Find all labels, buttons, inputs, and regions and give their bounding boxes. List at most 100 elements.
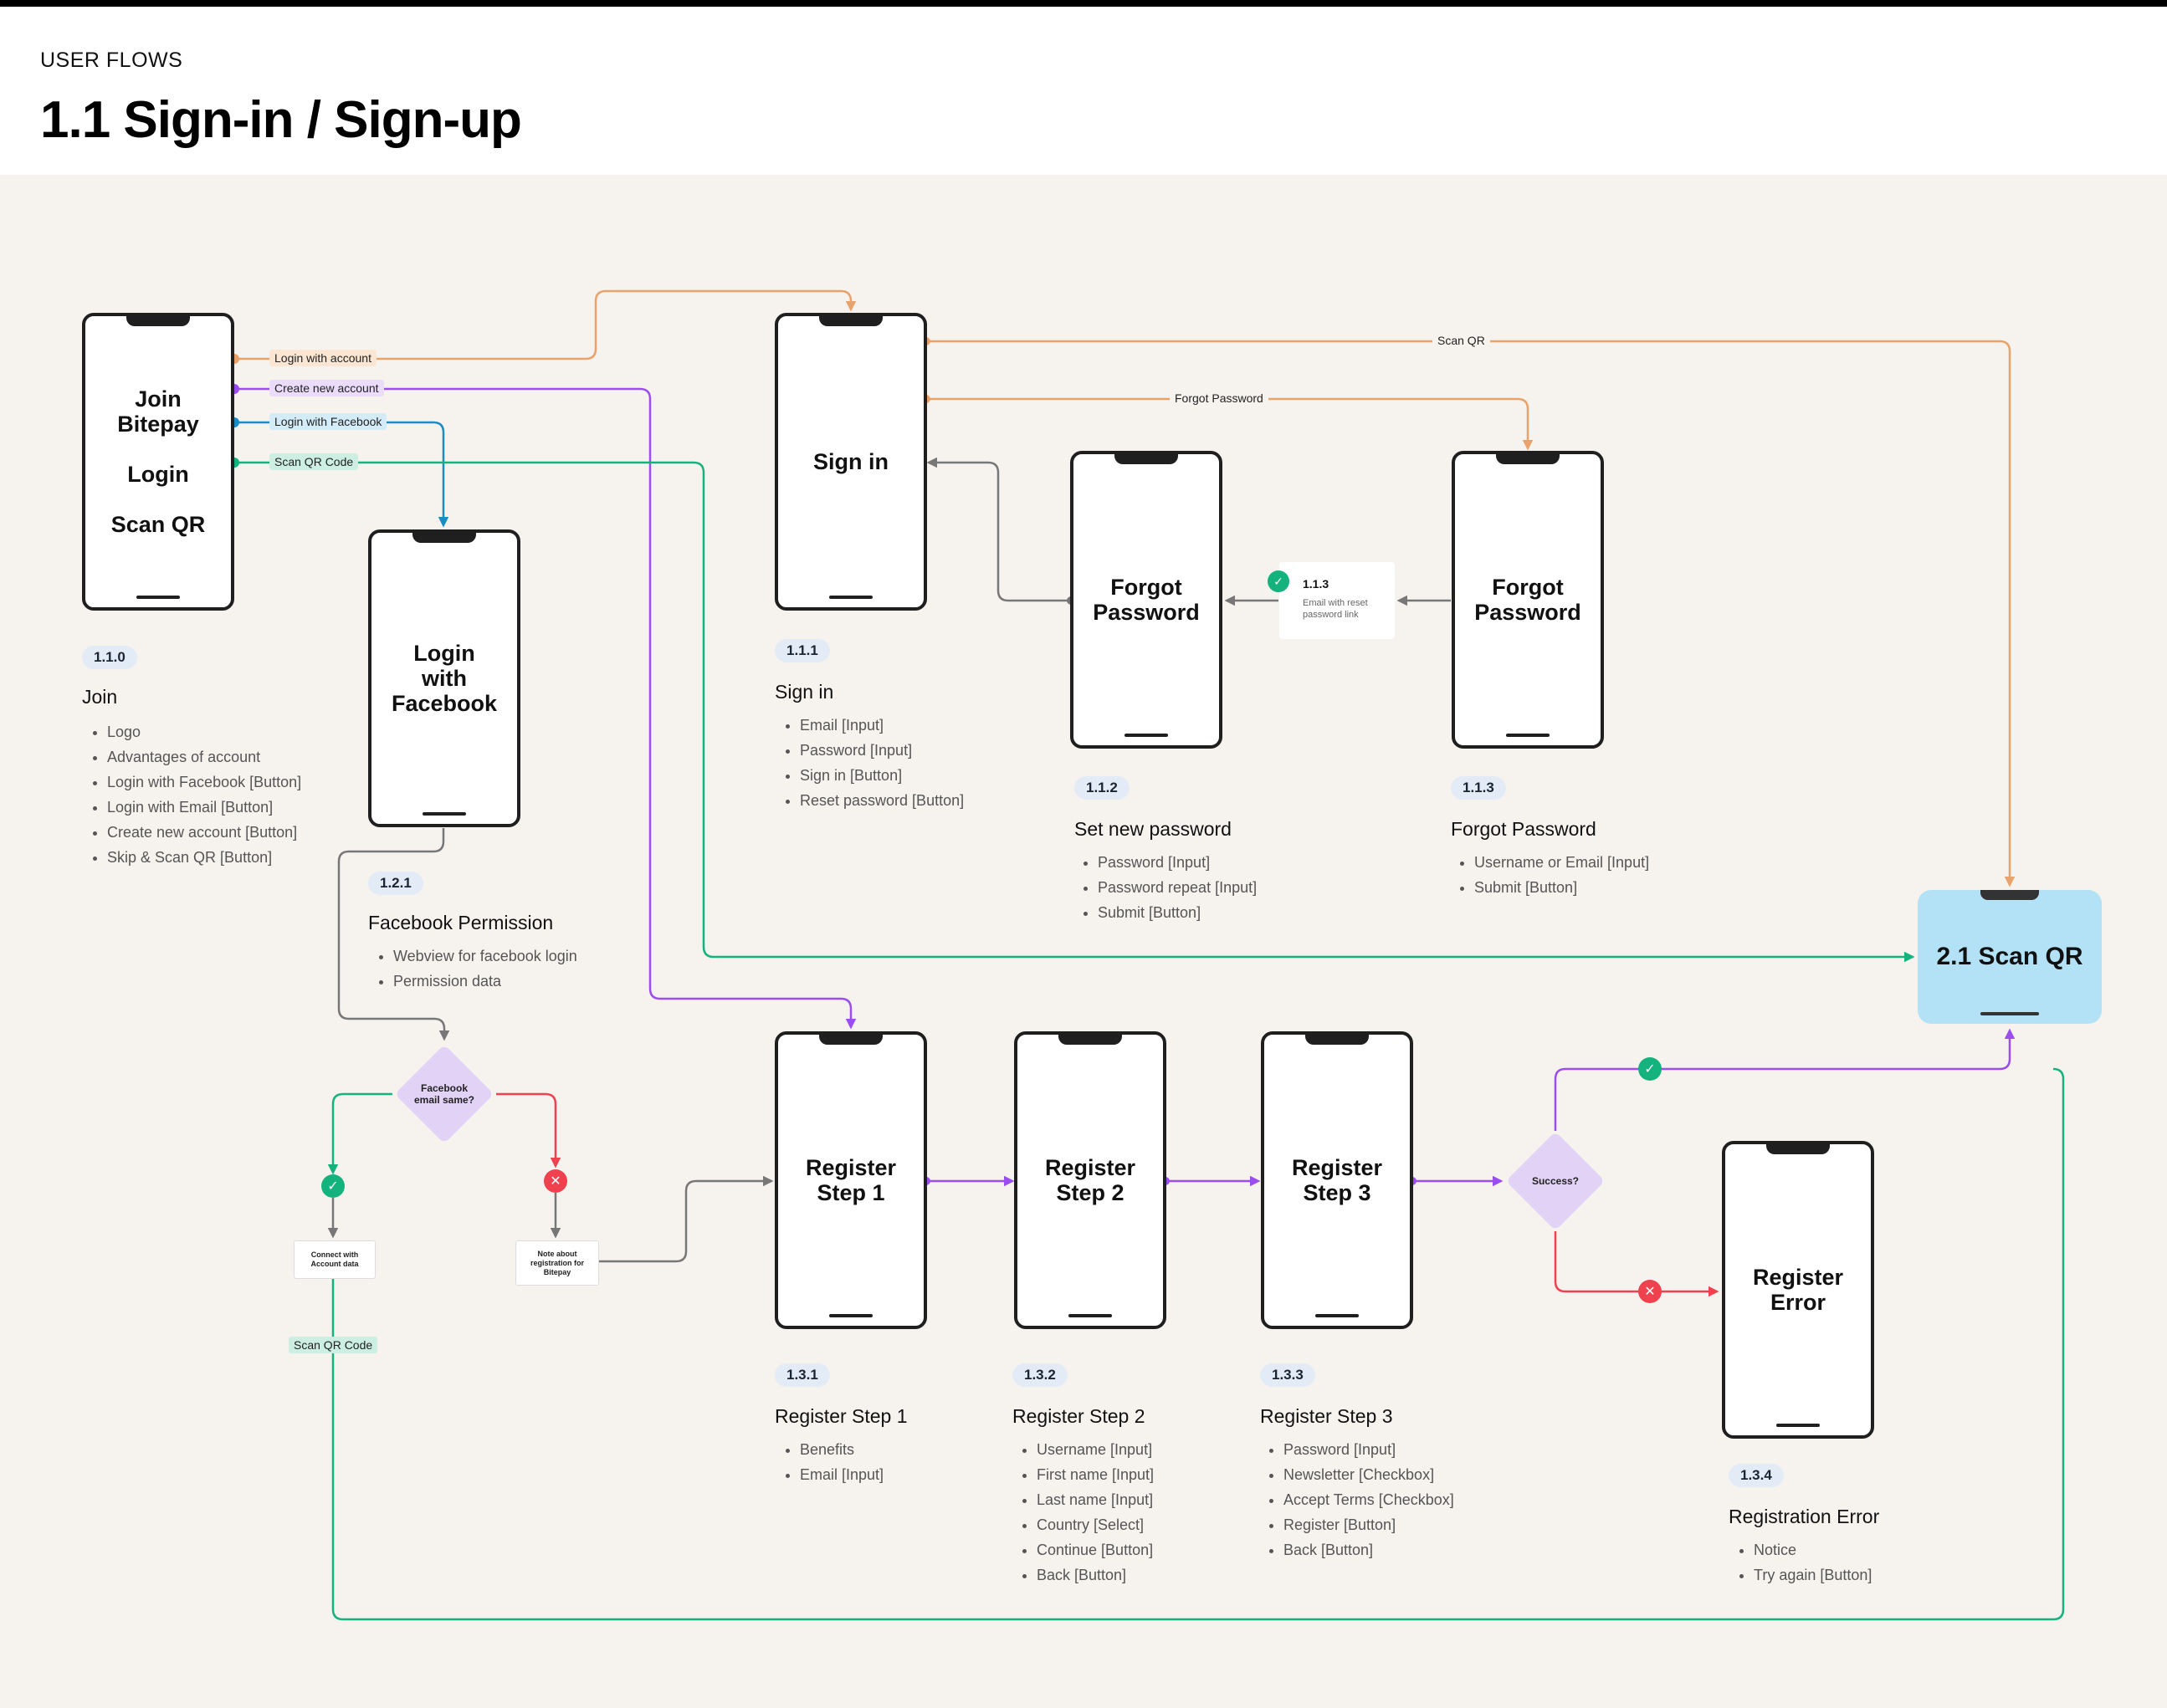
list-item: Benefits: [800, 1437, 884, 1462]
screen-register-step-2[interactable]: Register Step 2: [1014, 1031, 1166, 1329]
phone-notch: [412, 531, 476, 543]
badge: 1.3.2: [1012, 1363, 1068, 1387]
card-title: Set new password: [1074, 818, 1232, 840]
card-items: Password [Input] Newsletter [Checkbox] A…: [1260, 1437, 1454, 1562]
phone-home-bar: [1980, 1012, 2039, 1015]
list-item: Accept Terms [Checkbox]: [1283, 1487, 1454, 1512]
list-item: Newsletter [Checkbox]: [1283, 1462, 1454, 1487]
list-item: Back [Button]: [1283, 1537, 1454, 1562]
list-item: Submit [Button]: [1098, 900, 1257, 925]
screen-scan-qr-label: 2.1 Scan QR: [1936, 943, 2083, 970]
screen-sign-in[interactable]: Sign in: [775, 313, 927, 611]
card-items: Webview for facebook login Permission da…: [370, 943, 577, 994]
tag-create-new-account: Create new account: [269, 380, 384, 396]
screen-forgot-password-label: Forgot Password: [1474, 575, 1581, 625]
badge: 1.3.4: [1729, 1464, 1784, 1487]
card-title: Registration Error: [1729, 1506, 1880, 1527]
page-title: 1.1 Sign-in / Sign-up: [40, 91, 522, 149]
screen-register-error-label: Register Error: [1752, 1265, 1844, 1315]
section-eyebrow: USER FLOWS: [40, 49, 183, 72]
list-item: Permission data: [393, 969, 577, 994]
card-items: Password [Input] Password repeat [Input]…: [1074, 850, 1257, 925]
screen-register-step-3[interactable]: Register Step 3: [1261, 1031, 1413, 1329]
screen-login-facebook-label: Login with Facebook: [391, 641, 498, 716]
list-item: Notice: [1754, 1537, 1872, 1562]
screen-scan-qr[interactable]: 2.1 Scan QR: [1918, 890, 2102, 1024]
screen-forgot-password-label: Forgot Password: [1093, 575, 1200, 625]
tag-bottom-scan-qr-code: Scan QR Code: [289, 1337, 378, 1353]
badge: 1.1.2: [1074, 776, 1130, 800]
phone-home-bar: [136, 596, 180, 599]
list-item: Country [Select]: [1037, 1512, 1154, 1537]
info-number: 1.1.3: [1303, 577, 1329, 591]
list-item: Email [Input]: [800, 713, 964, 738]
list-item: Password [Input]: [800, 738, 964, 763]
list-item: Username or Email [Input]: [1474, 850, 1649, 875]
card-title: Facebook Permission: [368, 912, 554, 933]
screen-join[interactable]: Join Bitepay Login Scan QR: [82, 313, 234, 611]
phone-home-bar: [829, 596, 873, 599]
badge: 1.3.3: [1260, 1363, 1315, 1387]
card-title: Register Step 2: [1012, 1405, 1145, 1427]
list-item: Advantages of account: [107, 744, 325, 770]
card-title: Register Step 1: [775, 1405, 908, 1427]
tag-login-with-account: Login with account: [269, 350, 377, 366]
screen-join-label: Join Bitepay Login Scan QR: [110, 386, 206, 537]
card-title: Register Step 3: [1260, 1405, 1393, 1427]
card-items: Notice Try again [Button]: [1730, 1537, 1872, 1588]
screen-register-step-1[interactable]: Register Step 1: [775, 1031, 927, 1329]
phone-home-bar: [1124, 734, 1168, 737]
list-item: Reset password [Button]: [800, 788, 964, 813]
phone-home-bar: [829, 1314, 873, 1317]
info-text: Email with reset password link: [1303, 598, 1368, 620]
phone-home-bar: [1776, 1424, 1820, 1427]
list-item: Sign in [Button]: [800, 763, 964, 788]
screen-forgot-password-set[interactable]: Forgot Password: [1070, 451, 1222, 749]
card-items: Logo Advantages of account Login with Fa…: [84, 719, 325, 870]
list-item: First name [Input]: [1037, 1462, 1154, 1487]
screen-forgot-password[interactable]: Forgot Password: [1452, 451, 1604, 749]
card-items: Benefits Email [Input]: [776, 1437, 884, 1487]
list-item: Username [Input]: [1037, 1437, 1154, 1462]
phone-home-bar: [1315, 1314, 1359, 1317]
list-item: Login with Email [Button]: [107, 795, 325, 820]
top-border: [0, 0, 2167, 7]
card-title: Join: [82, 686, 118, 708]
phone-notch: [1305, 1033, 1369, 1045]
screen-register-step-1-label: Register Step 1: [805, 1155, 897, 1205]
screen-register-step-2-label: Register Step 2: [1044, 1155, 1136, 1205]
list-item: Last name [Input]: [1037, 1487, 1154, 1512]
note-connect-account: Connect with Account data: [294, 1240, 376, 1279]
card-title: Sign in: [775, 681, 834, 703]
screen-sign-in-label: Sign in: [813, 449, 889, 474]
check-icon: ✓: [321, 1174, 345, 1198]
phone-notch: [1496, 453, 1560, 464]
badge: 1.3.1: [775, 1363, 830, 1387]
card-items: Username [Input] First name [Input] Last…: [1013, 1437, 1154, 1588]
screen-login-facebook[interactable]: Login with Facebook: [368, 529, 520, 827]
list-item: Submit [Button]: [1474, 875, 1649, 900]
tag-scan-qr-code: Scan QR Code: [269, 453, 359, 470]
phone-notch: [1766, 1143, 1830, 1154]
label-forgot-password: Forgot Password: [1170, 391, 1268, 406]
screen-register-error[interactable]: Register Error: [1722, 1141, 1874, 1439]
list-item: Password [Input]: [1283, 1437, 1454, 1462]
card-title: Forgot Password: [1451, 818, 1596, 840]
list-item: Password [Input]: [1098, 850, 1257, 875]
list-item: Login with Facebook [Button]: [107, 773, 325, 791]
list-item: Create new account [Button]: [107, 823, 325, 841]
badge: 1.1.1: [775, 639, 830, 662]
phone-notch: [819, 314, 883, 326]
list-item: Logo: [107, 719, 325, 744]
list-item: Password repeat [Input]: [1098, 875, 1257, 900]
label-scan-qr: Scan QR: [1432, 333, 1490, 348]
phone-notch: [1114, 453, 1178, 464]
list-item: Webview for facebook login: [393, 943, 577, 969]
close-icon: ✕: [1638, 1280, 1662, 1303]
list-item: Email [Input]: [800, 1462, 884, 1487]
list-item: Register [Button]: [1283, 1512, 1454, 1537]
email-info-box: ✓ 1.1.3 Email with reset password link: [1268, 562, 1395, 639]
tag-login-with-facebook: Login with Facebook: [269, 413, 387, 430]
screen-register-step-3-label: Register Step 3: [1291, 1155, 1383, 1205]
list-item: Skip & Scan QR [Button]: [107, 845, 325, 870]
